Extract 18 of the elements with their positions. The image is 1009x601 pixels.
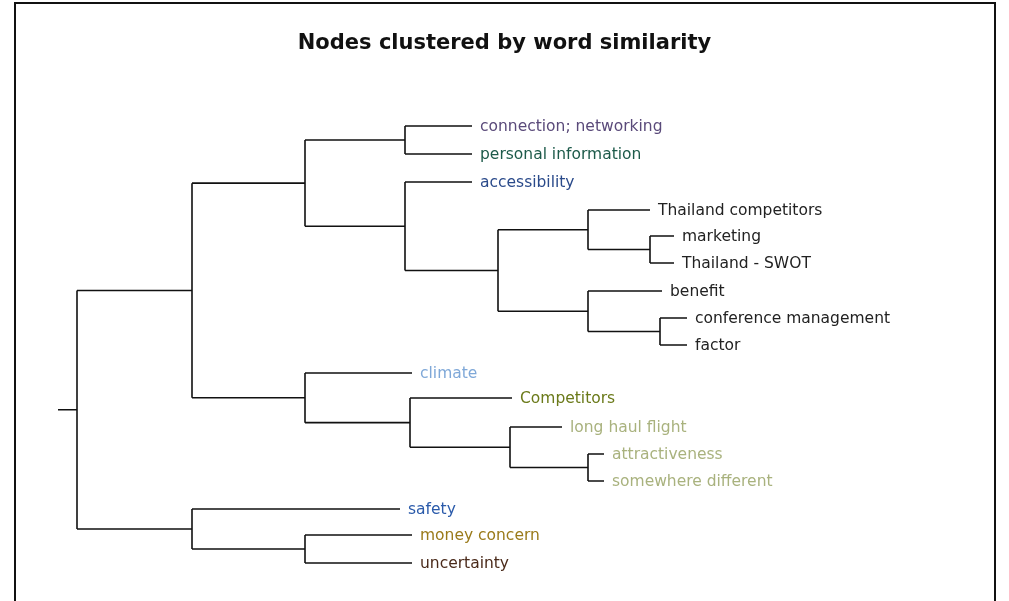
leaf-label: conference management xyxy=(695,309,891,327)
leaf-label: personal information xyxy=(480,145,642,163)
chart-title: Nodes clustered by word similarity xyxy=(296,30,713,54)
leaf-label: uncertainty xyxy=(420,554,510,572)
leaf-label: marketing xyxy=(682,227,761,245)
leaf-label: Thailand competitors xyxy=(658,201,823,219)
leaf-label: connection; networking xyxy=(480,117,663,135)
leaf-label: accessibility xyxy=(480,173,575,191)
leaf-label: benefit xyxy=(670,282,725,300)
leaf-label: safety xyxy=(408,500,456,518)
leaf-label: factor xyxy=(695,336,741,354)
leaf-label: money concern xyxy=(420,526,540,544)
leaf-label: long haul flight xyxy=(570,418,687,436)
leaf-label: climate xyxy=(420,364,478,382)
leaf-label: attractiveness xyxy=(612,445,723,463)
leaf-label: somewhere different xyxy=(612,472,773,490)
leaf-label: Thailand - SWOT xyxy=(682,254,811,272)
leaf-label: Competitors xyxy=(520,389,616,407)
